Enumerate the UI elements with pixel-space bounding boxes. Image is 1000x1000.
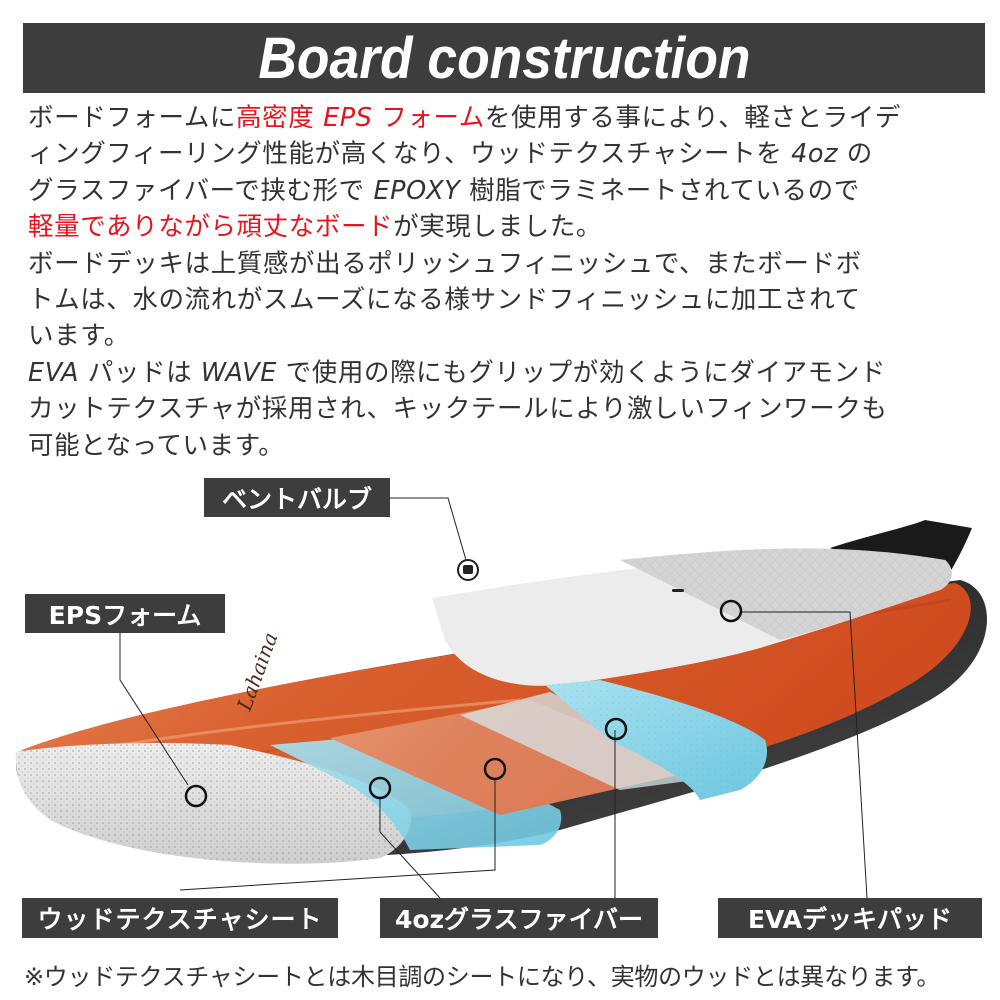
label-eva-deck-pad: EVAデッキパッド bbox=[718, 898, 982, 938]
description-line: ボードデッキは上質感が出るポリッシュフィニッシュで、またボードボ bbox=[28, 246, 988, 282]
label-vent-valve: ベントバルブ bbox=[204, 478, 390, 517]
text-segment: 高密度 bbox=[236, 103, 324, 133]
title-banner: Board construction bbox=[23, 23, 985, 93]
description-line: います。 bbox=[28, 318, 988, 354]
label-eps-foam: EPSフォーム bbox=[25, 594, 225, 633]
marker-eps-foam bbox=[184, 784, 208, 808]
marker-glass-lower bbox=[368, 776, 392, 800]
text-segment: EPS bbox=[323, 103, 373, 133]
marker-eva-pad bbox=[719, 599, 743, 623]
label-wood-texture-sheet: ウッドテクスチャシート bbox=[22, 898, 338, 938]
text-segment: 樹脂でラミネートされているので bbox=[460, 175, 860, 206]
text-segment: WAVE bbox=[200, 357, 277, 388]
description-text: ボードフォームに高密度 EPS フォームを使用する事により、軽さとライディングフ… bbox=[28, 100, 988, 464]
text-segment: 軽量でありながら頑丈なボード bbox=[28, 212, 394, 243]
text-segment: カットテクスチャが採用され、キックテールにより激しいフィンワークも bbox=[28, 394, 888, 425]
text-segment: フォーム bbox=[372, 103, 485, 133]
text-segment: EPOXY bbox=[373, 175, 461, 206]
text-segment: ィングフィーリング性能が高くなり、ウッドテクスチャシートを bbox=[28, 139, 792, 170]
text-segment: グラスファイバーで挟む形で bbox=[28, 175, 374, 206]
description-line: ィングフィーリング性能が高くなり、ウッドテクスチャシートを 4oz の bbox=[28, 136, 988, 172]
description-line: トムは、水の流れがスムーズになる様サンドフィニッシュに加工されて bbox=[28, 282, 988, 318]
board-construction-diagram: Lahaina bbox=[0, 470, 1000, 900]
text-segment: EVA bbox=[28, 357, 80, 388]
text-segment: 4oz bbox=[791, 139, 839, 170]
description-line: ボードフォームに高密度 EPS フォームを使用する事により、軽さとライデ bbox=[28, 100, 988, 136]
description-line: EVA パッドは WAVE で使用の際にもグリップが効くようにダイアモンド bbox=[28, 355, 988, 391]
text-segment: トムは、水の流れがスムーズになる様サンドフィニッシュに加工されて bbox=[28, 284, 861, 315]
description-line: 可能となっています。 bbox=[28, 428, 988, 464]
text-segment: います。 bbox=[28, 321, 130, 352]
description-line: グラスファイバーで挟む形で EPOXY 樹脂でラミネートされているので bbox=[28, 173, 988, 209]
text-segment: で使用の際にもグリップが効くようにダイアモンド bbox=[276, 357, 886, 388]
description-line: カットテクスチャが採用され、キックテールにより激しいフィンワークも bbox=[28, 391, 988, 427]
text-segment: の bbox=[838, 139, 873, 170]
text-segment: を使用する事により、軽さとライデ bbox=[484, 103, 901, 133]
text-segment: パッドは bbox=[79, 357, 201, 388]
footnote: ※ウッドテクスチャシートとは木目調のシートになり、実物のウッドとは異なります。 bbox=[24, 963, 941, 991]
text-segment: が実現しました。 bbox=[393, 212, 602, 243]
description-line: 軽量でありながら頑丈なボードが実現しました。 bbox=[28, 209, 988, 245]
page-title: Board construction bbox=[257, 25, 751, 91]
text-segment: ボードデッキは上質感が出るポリッシュフィニッシュで、またボードボ bbox=[28, 248, 862, 279]
marker-wood-sheet bbox=[483, 757, 507, 781]
text-segment: 可能となっています。 bbox=[28, 430, 285, 461]
board-illustration: Lahaina bbox=[15, 497, 988, 899]
text-segment: ボードフォームに bbox=[28, 103, 237, 133]
label-fiberglass: 4ozグラスファイバー bbox=[380, 898, 658, 938]
marker-glass-upper bbox=[604, 717, 628, 741]
